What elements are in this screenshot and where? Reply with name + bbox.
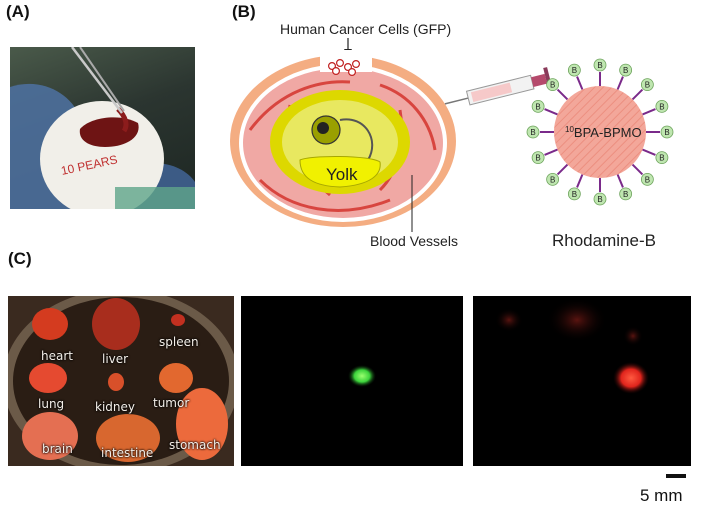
heart-organ	[32, 308, 68, 340]
rhodamine-signal-drawing	[495, 298, 649, 394]
boron-atom-icon	[593, 58, 607, 72]
brain-organ	[22, 412, 78, 460]
liver-organ	[92, 298, 140, 350]
forceps-icon-arm	[79, 47, 125, 112]
organ-label-lung: lung	[38, 397, 65, 411]
gfp-tumor-signal	[348, 365, 376, 387]
boron-atom-icon	[640, 172, 654, 186]
boron-letter: B	[530, 128, 535, 137]
bpmo-nanoparticle: B B B B B B B B B B B B B B B B	[526, 58, 674, 206]
panel-a-photo: 10 PEARS	[10, 47, 195, 209]
vessels-label: Blood Vessels	[370, 233, 458, 249]
boron-atom-icon	[619, 187, 633, 201]
ligand-linker	[544, 148, 558, 156]
particle-label-main: BPA-BPMO	[574, 125, 642, 140]
boron-atom-icon	[531, 99, 545, 113]
panel-c-label: (C)	[8, 249, 32, 268]
spleen-faint-signal	[623, 326, 643, 346]
ligand-linker	[544, 108, 558, 116]
boron-atom-icon	[655, 99, 669, 113]
boron-atom-icon	[655, 151, 669, 165]
cancer-cells-label: Human Cancer Cells (GFP)	[280, 21, 451, 37]
particle-label-sup: 10	[565, 125, 574, 134]
organ-label-stomach: stomach	[169, 438, 221, 452]
boron-letter: B	[572, 190, 577, 199]
boron-letter: B	[659, 154, 664, 163]
organs-drawing	[8, 296, 234, 466]
intestine-organ	[96, 414, 160, 462]
spleen-organ	[171, 314, 185, 326]
lung-organ	[29, 363, 67, 393]
boron-letter: B	[535, 102, 540, 111]
boron-atom-icon	[531, 151, 545, 165]
syringe-icon	[444, 67, 553, 106]
ligand-linker	[556, 88, 569, 101]
yolk-label: Yolk	[326, 165, 358, 184]
boron-letter: B	[623, 190, 628, 199]
ligand-linker	[576, 174, 584, 188]
embryo-icon	[311, 115, 374, 161]
boron-atom-icon	[640, 78, 654, 92]
kidney-organ	[108, 373, 124, 391]
organ-label-tumor: tumor	[153, 396, 190, 410]
organ-label-heart: heart	[41, 349, 73, 363]
boron-letter: B	[623, 66, 628, 75]
boron-atom-icon	[660, 125, 674, 139]
ligand-linker	[576, 76, 584, 90]
yolk	[299, 156, 381, 188]
particle-core	[554, 86, 646, 178]
particle-label: 10BPA-BPMO	[565, 125, 642, 140]
dye-label: Rhodamine-B	[552, 231, 656, 250]
panel-b-label: (B)	[232, 2, 256, 21]
organ-label-kidney: kidney	[95, 400, 135, 414]
organ-label-spleen: spleen	[159, 335, 199, 349]
organ-label-intestine: intestine	[101, 446, 154, 460]
boron-atom-icon	[619, 63, 633, 77]
egg-photo-drawing: 10 PEARS	[10, 47, 195, 209]
scale-bar-label: 5 mm	[640, 486, 683, 505]
ligand-linker	[616, 76, 624, 90]
panel-c-rhodamine-image	[473, 296, 691, 466]
boron-letter: B	[572, 66, 577, 75]
boron-atom-icon	[546, 172, 560, 186]
boron-letter: B	[597, 61, 602, 70]
ligand-linker	[642, 108, 656, 116]
organ-label-liver: liver	[102, 352, 129, 366]
gfp-signal-drawing	[348, 365, 376, 387]
boron-letter: B	[659, 102, 664, 111]
forceps-icon	[71, 47, 123, 114]
boron-atom-icon	[593, 192, 607, 206]
rhodamine-tumor-signal	[613, 362, 649, 394]
boron-letter: B	[550, 81, 555, 90]
boron-letter: B	[550, 175, 555, 184]
organ-label-brain: brain	[42, 442, 73, 456]
cancer-cells	[327, 58, 360, 76]
panel-a-label: (A)	[6, 2, 30, 21]
ligand-linker	[616, 174, 624, 188]
scale-bar	[666, 474, 686, 478]
boron-atom-icon	[567, 187, 581, 201]
panel-c-organs-photo: heart liver spleen lung kidney tumor bra…	[8, 296, 234, 466]
panel-b-schematic: Human Cancer Cells (GFP) Yolk	[230, 21, 674, 250]
panel-c-gfp-image	[241, 296, 463, 466]
liver-faint-signal	[547, 298, 607, 342]
boron-atom-icon	[567, 63, 581, 77]
boron-letter: B	[535, 154, 540, 163]
tape	[115, 187, 195, 209]
heart-faint-signal	[495, 308, 523, 332]
boron-letter: B	[645, 175, 650, 184]
boron-atom-icon	[546, 78, 560, 92]
ligand-linker	[556, 163, 569, 176]
tumor-organ	[159, 363, 193, 393]
stomach-organ	[176, 388, 228, 460]
boron-letter: B	[664, 128, 669, 137]
boron-letter: B	[645, 81, 650, 90]
ligand-linker	[631, 163, 644, 176]
ligand-linker	[631, 88, 644, 101]
boron-atom-icon	[526, 125, 540, 139]
boron-letter: B	[597, 195, 602, 204]
ligand-linker	[642, 148, 656, 156]
